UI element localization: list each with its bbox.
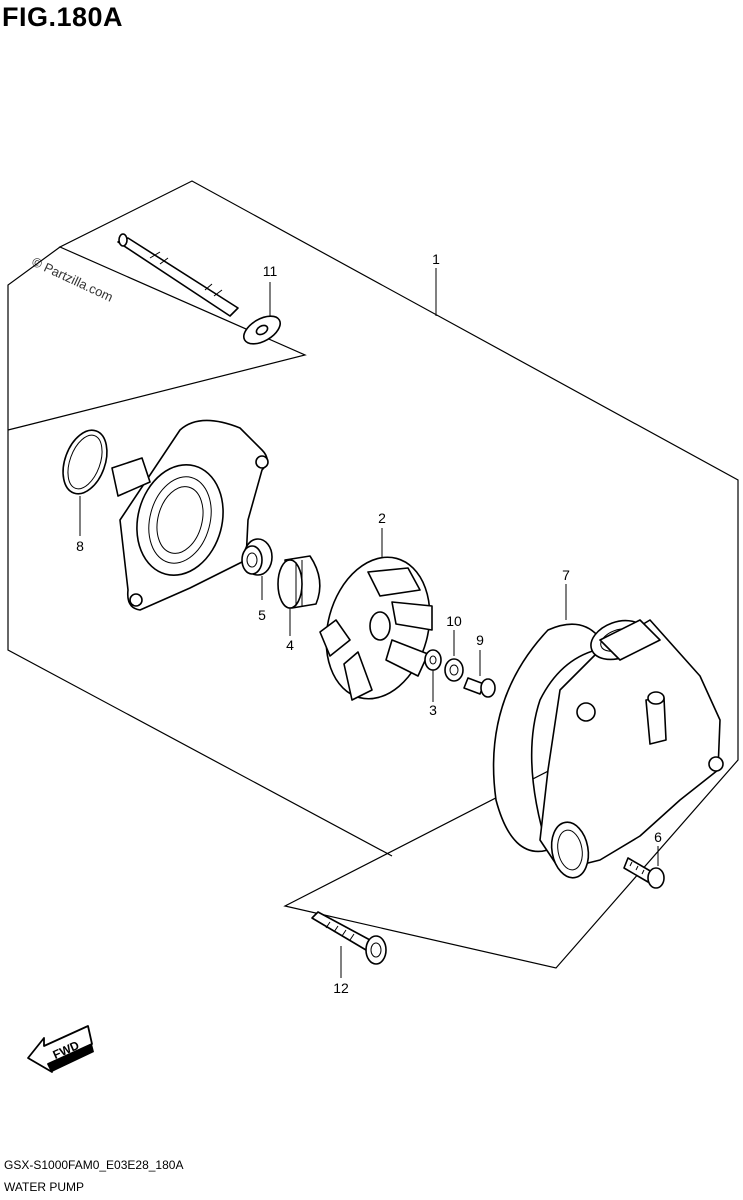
washer-10: [444, 658, 464, 682]
callout-8: 8: [76, 538, 84, 554]
callout-4: 4: [286, 637, 294, 653]
shaft-part: [117, 233, 239, 317]
callout-2: 2: [378, 510, 386, 526]
seal-5: [241, 538, 273, 576]
callout-1: 1: [432, 251, 440, 267]
washer-3: [424, 649, 442, 671]
bolt-9: [463, 677, 496, 698]
callout-3: 3: [429, 702, 437, 718]
figure-name: WATER PUMP: [4, 1180, 84, 1194]
callout-6: 6: [654, 829, 662, 845]
callout-11: 11: [263, 263, 278, 279]
figure-title: FIG.180A: [2, 2, 124, 32]
figure-code: GSX-S1000FAM0_E03E28_180A: [4, 1158, 184, 1172]
assembly-outline-left: [7, 246, 393, 857]
callout-10: 10: [446, 613, 462, 629]
assembly-outline-bottom: [7, 424, 29, 431]
pump-cover: [539, 619, 724, 879]
callout-5: 5: [258, 607, 266, 623]
bolt-12: [311, 911, 387, 965]
oring-8: [62, 429, 108, 495]
callout-9: 9: [476, 632, 484, 648]
assembly-outline: [27, 180, 739, 969]
impeller-2: [319, 556, 433, 701]
washer-11: [243, 315, 281, 345]
pump-housing: [111, 419, 269, 611]
callout-7: 7: [562, 567, 570, 583]
bolt-6: [623, 857, 665, 889]
fwd-arrow-icon: FWD: [27, 1025, 94, 1073]
callout-12: 12: [333, 980, 349, 996]
mechanical-seal-4: [277, 555, 321, 609]
